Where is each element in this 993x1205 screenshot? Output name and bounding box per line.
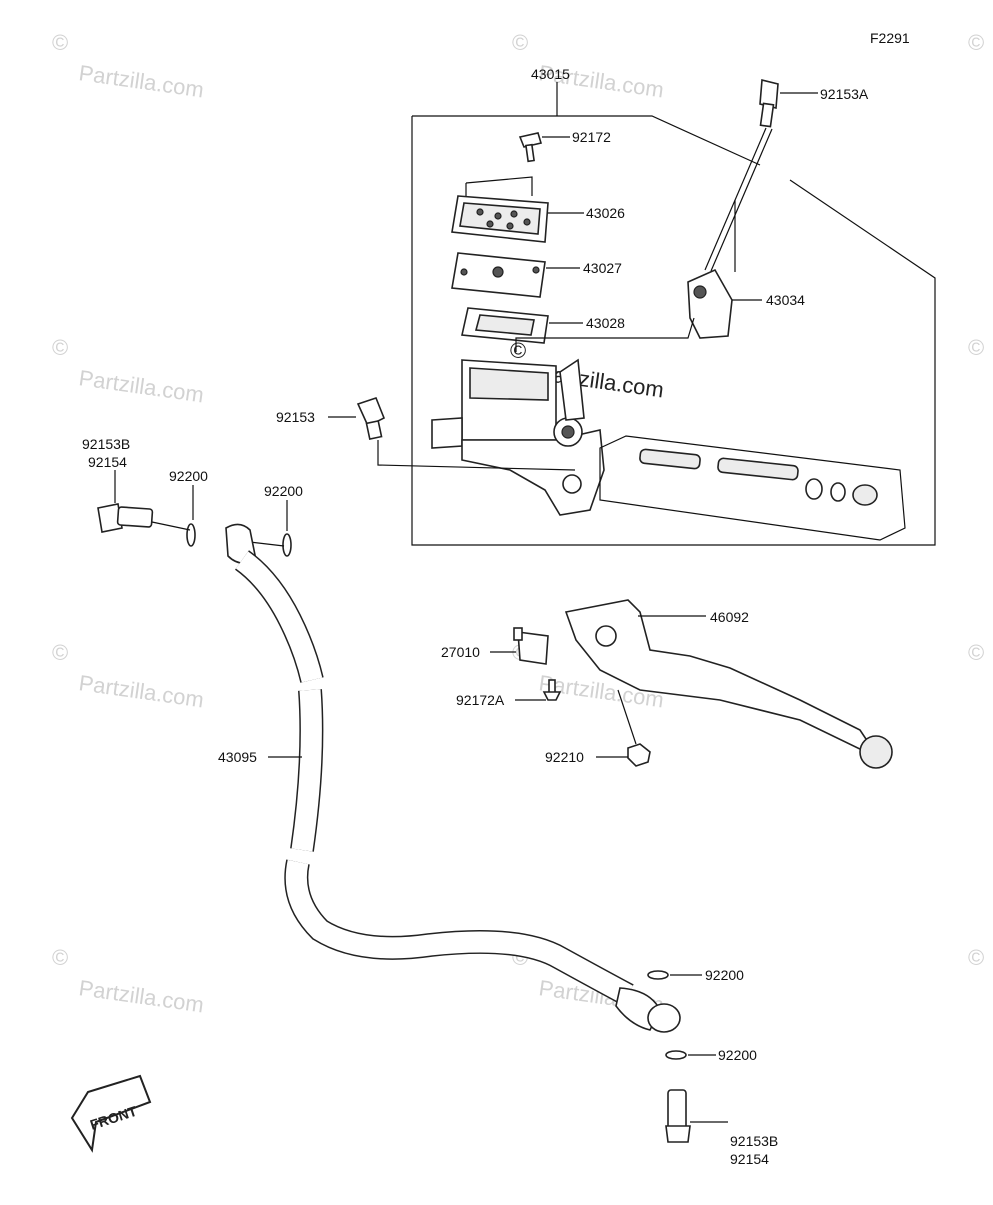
watermark-text: Partzilla.com xyxy=(77,60,205,102)
piston-kit xyxy=(599,435,906,541)
washer-bottom-c xyxy=(647,970,669,980)
leader-43034-body xyxy=(515,317,695,352)
watermark-symbol: © xyxy=(52,945,68,970)
lever-nut xyxy=(627,743,651,767)
watermark: © xyxy=(968,335,984,360)
callout-92154-bottom: 92154 xyxy=(730,1151,769,1167)
callout-92210: 92210 xyxy=(545,749,584,765)
center-watermark-symbol: © xyxy=(510,338,526,363)
watermark: © xyxy=(968,30,984,55)
callout-92200-a: 92200 xyxy=(169,468,208,484)
leader-92153 xyxy=(377,440,576,471)
clutch-switch xyxy=(513,627,549,665)
clutch-lever xyxy=(564,599,893,769)
banjo-bolt-92153 xyxy=(356,397,386,441)
switch-screw xyxy=(542,679,562,701)
watermark-symbol: © xyxy=(968,945,984,970)
watermark: © xyxy=(968,945,984,970)
callout-92153B-top: 92153B xyxy=(82,436,130,452)
callout-43034: 43034 xyxy=(766,292,805,308)
callout-92172: 92172 xyxy=(572,129,611,145)
watermark: © Partzilla.com xyxy=(52,335,205,407)
watermark: © Partzilla.com xyxy=(52,30,205,102)
watermark-symbol: © xyxy=(52,335,68,360)
watermark-symbol: © xyxy=(52,30,68,55)
callout-92154-top: 92154 xyxy=(88,454,127,470)
assembly-box-line xyxy=(411,116,936,546)
callout-43027: 43027 xyxy=(583,260,622,276)
callout-92200-c: 92200 xyxy=(705,967,744,983)
bolt-axis-top-2 xyxy=(249,541,285,547)
diaphragm-plate xyxy=(451,252,546,298)
handlebar-clamp xyxy=(687,200,736,339)
watermark: © xyxy=(968,640,984,665)
washer-bottom-d xyxy=(665,1050,687,1060)
clutch-hose xyxy=(225,523,681,1033)
callout-92200-d: 92200 xyxy=(718,1047,757,1063)
watermark-text: Partzilla.com xyxy=(77,365,205,407)
watermark-symbol: © xyxy=(968,335,984,360)
callout-92172A: 92172A xyxy=(456,692,505,708)
callout-43026: 43026 xyxy=(586,205,625,221)
banjo-bolt-bottom xyxy=(665,1089,691,1143)
callout-92153A: 92153A xyxy=(820,86,869,102)
bolt-axis-top xyxy=(151,521,191,531)
watermark-text: Partzilla.com xyxy=(77,670,205,712)
reservoir-cap-screw xyxy=(518,132,543,163)
callout-92153: 92153 xyxy=(276,409,315,425)
diaphragm xyxy=(461,307,549,344)
watermark-symbol: © xyxy=(512,30,528,55)
washer-top-a xyxy=(186,523,196,547)
callout-92153B-bottom: 92153B xyxy=(730,1133,778,1149)
callout-27010: 27010 xyxy=(441,644,480,660)
callout-92200-b: 92200 xyxy=(264,483,303,499)
mounting-bolt-92153A xyxy=(704,78,779,272)
callout-46092: 46092 xyxy=(710,609,749,625)
watermark-symbol: © xyxy=(968,30,984,55)
watermark: © Partzilla.com xyxy=(52,945,205,1017)
banjo-bolt-top xyxy=(97,503,154,533)
reservoir-cap xyxy=(451,176,549,243)
front-direction-arrow: FRONT xyxy=(70,1074,152,1153)
master-cylinder-assembly-outline xyxy=(411,82,936,546)
watermark-text: Partzilla.com xyxy=(77,975,205,1017)
master-cylinder-body xyxy=(431,358,605,516)
assembly-box-top-line xyxy=(412,115,761,166)
callout-43015: 43015 xyxy=(531,66,570,82)
washer-top-b xyxy=(282,533,292,557)
callout-43095: 43095 xyxy=(218,749,257,765)
nut-axis-line xyxy=(617,689,637,745)
watermark-symbol: © xyxy=(52,640,68,665)
callout-43028: 43028 xyxy=(586,315,625,331)
figure-code: F2291 xyxy=(870,30,910,46)
watermark: © Partzilla.com xyxy=(52,640,205,712)
watermark-symbol: © xyxy=(968,640,984,665)
